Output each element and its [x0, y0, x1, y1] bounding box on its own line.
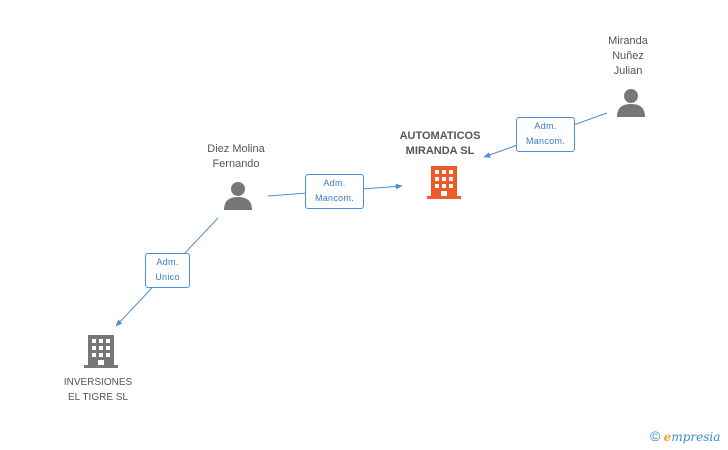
node-label-inversiones[interactable]: INVERSIONES EL TIGRE SL: [63, 377, 133, 403]
edge-label-diez-automaticos: Adm. Mancom.: [305, 174, 364, 209]
node-label-diez[interactable]: Diez Molina Fernando: [207, 143, 265, 170]
edge-label-miranda-automaticos: Adm. Mancom.: [516, 117, 575, 152]
person-icon[interactable]: [223, 181, 253, 211]
node-label-automaticos[interactable]: AUTOMATICOS MIRANDA SL: [399, 130, 481, 157]
node-label-miranda[interactable]: Miranda Nuñez Julian: [608, 35, 648, 77]
person-icon[interactable]: [616, 88, 646, 118]
building-icon[interactable]: [427, 164, 461, 200]
brand-initial: e: [663, 430, 672, 444]
edge-label-diez-inversiones: Adm. Unico: [145, 253, 190, 288]
edge-label-line2: Unico: [155, 272, 180, 282]
edge-label-line1: Adm.: [534, 121, 557, 131]
edge-label-line2: Mancom.: [314, 193, 355, 203]
edge-label-line1: Adm.: [323, 178, 346, 188]
brand-rest: mpresia: [671, 430, 721, 444]
copyright-symbol: ©: [650, 428, 661, 444]
edge-label-line2: Mancom.: [525, 136, 566, 146]
edge-label-line1: Adm.: [156, 257, 179, 267]
empresia-watermark: © empresia: [650, 428, 720, 444]
building-icon[interactable]: [84, 333, 118, 369]
